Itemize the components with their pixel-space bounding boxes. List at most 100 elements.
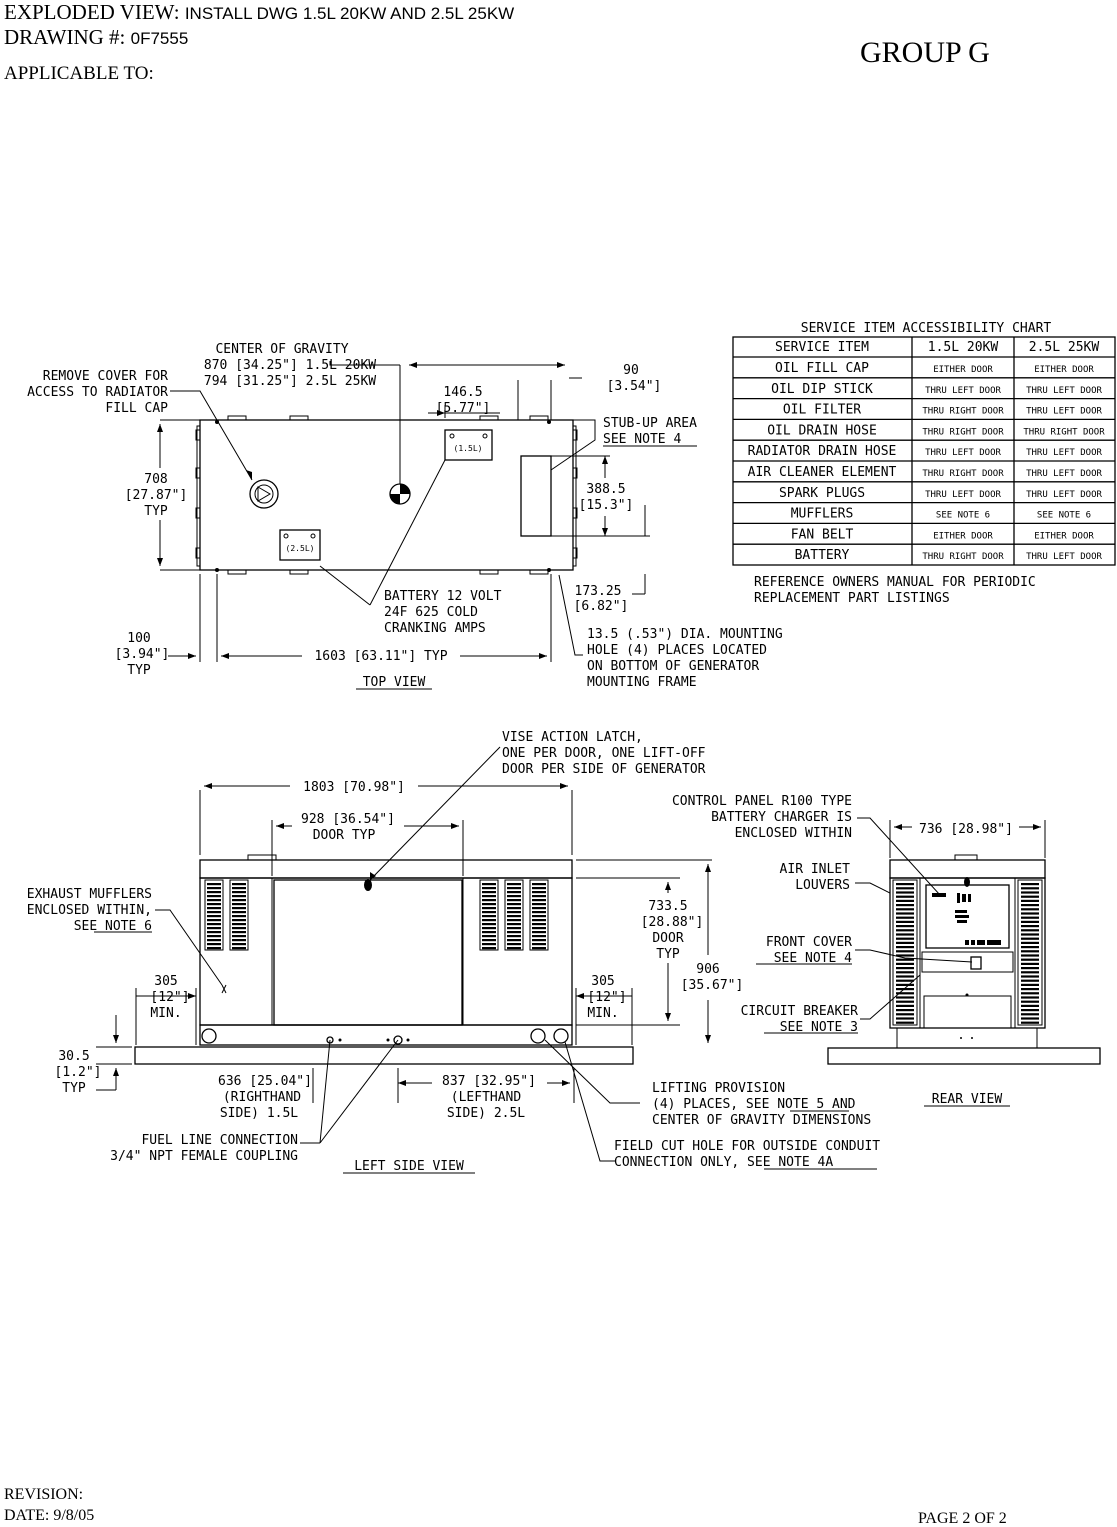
rear-louver-panels [892,879,1043,1026]
access-cell: SEE NOTE 6 [1037,511,1091,521]
lifting-hole-icon [530,1028,546,1044]
fuel-line-note: 3/4" NPT FEMALE COUPLING [110,1149,298,1164]
top-view-caption: TOP VIEW [363,675,426,690]
dim-636: 636 [25.04"] [218,1074,312,1089]
dim-305-right-min: MIN. [587,1006,618,1021]
drawing-number-label: DRAWING #: [4,25,126,49]
chart-row: SPARK PLUGS THRU LEFT DOOR THRU LEFT DOOR [779,486,1103,501]
column-header: 1.5L 20KW [928,340,999,355]
battery-2-5l-box: (2.5L) [279,529,321,561]
field-cut-note: CONNECTION ONLY, SEE NOTE 4A [614,1155,833,1170]
dim-90: 90 [623,363,639,378]
mounting-hole-note: ON BOTTOM OF GENERATOR [587,659,759,674]
dim-305-left: 305 [154,974,177,989]
stub-up-note: STUB-UP AREA [603,416,697,431]
access-cell: THRU LEFT DOOR [1026,407,1102,417]
dim-733-5-door: DOOR [652,931,683,946]
control-panel-note: ENCLOSED WITHIN [735,826,852,841]
access-cell: THRU LEFT DOOR [1026,490,1102,500]
air-inlet-note: LOUVERS [795,878,850,893]
service-item-name: AIR CLEANER ELEMENT [748,465,897,480]
dim-1603: 1603 [63.11"] TYP [314,649,447,664]
access-cell: THRU LEFT DOOR [925,448,1001,458]
access-cell: THRU LEFT DOOR [1026,448,1102,458]
lift-off-door [273,879,463,1026]
radiator-cover-note: REMOVE COVER FOR [43,369,168,384]
service-item-name: OIL FILL CAP [775,361,869,376]
access-cell: SEE NOTE 6 [936,511,990,521]
front-cover-note: FRONT COVER [766,935,852,950]
reference-note-line: REPLACEMENT PART LISTINGS [754,591,950,606]
dim-636-side: (RIGHTHAND [223,1090,301,1105]
dim-837-model: SIDE) 2.5L [447,1106,525,1121]
concrete-pad [134,1046,634,1065]
enclosure-roof [199,859,573,879]
cog-line: 870 [34.25"] 1.5L 20KW [204,358,376,373]
vise-latch-note: DOOR PER SIDE OF GENERATOR [502,762,706,777]
access-cell: THRU LEFT DOOR [925,490,1001,500]
cog-line: CENTER OF GRAVITY [215,342,348,357]
lifting-note: (4) PLACES, SEE NOTE 5 AND [652,1097,856,1112]
service-item-name: SPARK PLUGS [779,486,865,501]
access-cell: THRU RIGHT DOOR [922,552,1004,562]
battery-note: 24F 625 COLD [384,605,478,620]
air-inlet-note: AIR INLET [780,862,851,877]
service-item-name: OIL FILTER [783,403,861,418]
fuel-connection-icon [393,1035,403,1045]
left-side-view: VISE ACTION LATCH, ONE PER DOOR, ONE LIF… [27,730,881,1174]
dim-733-5-inch: [28.88"] [641,915,704,930]
louver-column [479,879,499,951]
vise-latch-note: VISE ACTION LATCH, [502,730,643,745]
louver-column [229,879,249,951]
stub-up-area [520,455,552,537]
circuit-breaker-note-ref: SEE NOTE 3 [780,1020,858,1035]
dim-1803: 1803 [70.98"] [303,780,405,795]
dim-708-typ: TYP [144,504,168,519]
battery-note: BATTERY 12 VOLT [384,589,502,604]
dim-636-model: SIDE) 1.5L [220,1106,298,1121]
access-cell: THRU LEFT DOOR [925,386,1001,396]
dim-173-25-inch: [6.82"] [574,599,629,614]
access-cell: THRU RIGHT DOOR [1023,427,1105,437]
exploded-view-value: INSTALL DWG 1.5L 20KW AND 2.5L 25KW [184,4,515,23]
fuel-line-note: FUEL LINE CONNECTION [141,1133,298,1148]
page-number: PAGE 2 OF 2 [918,1510,1007,1527]
service-item-name: OIL DIP STICK [771,382,873,397]
dim-733-5-typ: TYP [656,947,680,962]
control-panel-note: BATTERY CHARGER IS [711,810,852,825]
reference-note-line: REFERENCE OWNERS MANUAL FOR PERIODIC [754,575,1036,590]
dim-837: 837 [32.95"] [442,1074,536,1089]
date-label: DATE: 9/8/05 [4,1507,95,1524]
access-cell: THRU LEFT DOOR [1026,552,1102,562]
service-item-name: FAN BELT [791,527,854,542]
rear-view: CONTROL PANEL R100 TYPE BATTERY CHARGER … [672,794,1101,1107]
dim-305-right: 305 [591,974,614,989]
circuit-breaker-note: CIRCUIT BREAKER [741,1004,859,1019]
exploded-view-line: EXPLODED VIEW: INSTALL DWG 1.5L 20KW AND… [4,2,514,23]
dim-708-inch: [27.87"] [125,488,188,503]
dim-146-5: 146.5 [443,385,482,400]
control-panel-note: CONTROL PANEL R100 TYPE [672,794,852,809]
column-header: SERVICE ITEM [775,340,869,355]
dim-90-inch: [3.54"] [607,379,662,394]
rear-view-caption: REAR VIEW [932,1092,1003,1107]
access-cell: THRU LEFT DOOR [1026,469,1102,479]
dim-30-5: 30.5 [58,1049,89,1064]
dim-100-inch: [3.94"] [115,647,170,662]
dim-30-5-typ: TYP [62,1081,86,1096]
mounting-hole-note: MOUNTING FRAME [587,675,697,690]
access-cell: THRU RIGHT DOOR [922,469,1004,479]
dim-928: 928 [36.54"] [301,812,395,827]
rear-louver-column [892,879,918,1026]
revision-label: REVISION: [4,1486,84,1503]
louver-column [529,879,549,951]
radiator-fill-cap-icon [249,479,279,509]
lifting-hole-icon [553,1028,569,1044]
